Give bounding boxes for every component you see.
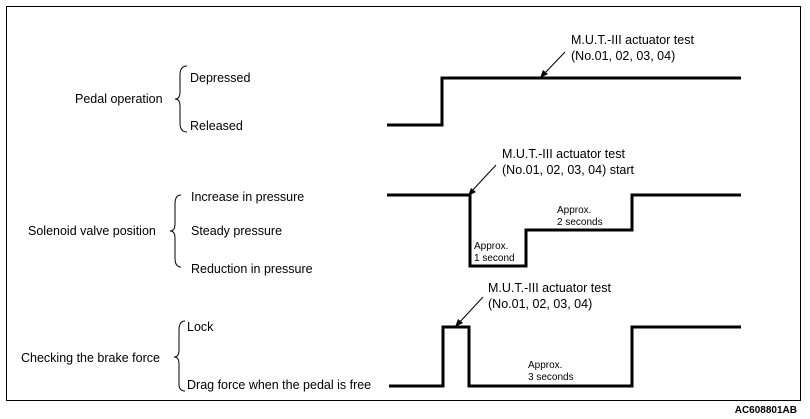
solenoid-note2-line1: Approx. [557, 205, 591, 216]
brake-level-drag: Drag force when the pedal is free [187, 378, 371, 392]
brake-signal-line [389, 325, 741, 388]
pedal-level-depressed: Depressed [190, 71, 250, 85]
brake-callout-line2: (No.01, 02, 03, 04) [488, 297, 592, 311]
solenoid-brace [169, 194, 182, 268]
brake-note-line2: 3 seconds [528, 372, 574, 383]
solenoid-note1-line2: 1 second [474, 253, 515, 264]
brake-brace [173, 320, 186, 392]
solenoid-callout-line2: (No.01, 02, 03, 04) start [502, 163, 635, 177]
solenoid-level-reduction: Reduction in pressure [191, 262, 313, 276]
brake-title: Checking the brake force [21, 351, 160, 365]
brake-callout-leader [457, 296, 484, 325]
pedal-callout-leader [542, 51, 566, 76]
pedal-callout-line1: M.U.T.-III actuator test [571, 33, 694, 47]
brake-note-line1: Approx. [528, 360, 562, 371]
pedal-title: Pedal operation [75, 92, 163, 106]
solenoid-title: Solenoid valve position [28, 224, 156, 238]
pedal-signal-line [387, 76, 741, 127]
solenoid-note2-line2: 2 seconds [557, 217, 603, 228]
pedal-level-released: Released [190, 119, 243, 133]
pedal-callout-line2: (No.01, 02, 03, 04) [571, 49, 675, 63]
solenoid-level-steady: Steady pressure [191, 224, 282, 238]
brake-callout-arrowhead [455, 319, 463, 327]
diagram-frame [6, 6, 801, 401]
solenoid-callout-arrowhead [468, 188, 476, 196]
solenoid-signal-line [387, 193, 741, 268]
solenoid-callout-line1: M.U.T.-III actuator test [502, 147, 625, 161]
solenoid-level-increase: Increase in pressure [191, 190, 304, 204]
brake-callout-line1: M.U.T.-III actuator test [488, 281, 611, 295]
document-id: AC608801AB [735, 405, 797, 416]
brake-level-lock: Lock [187, 320, 214, 334]
solenoid-note1-line1: Approx. [474, 241, 508, 252]
pedal-callout-arrowhead [540, 70, 548, 78]
pedal-brace [174, 65, 188, 133]
solenoid-callout-leader [469, 164, 497, 194]
